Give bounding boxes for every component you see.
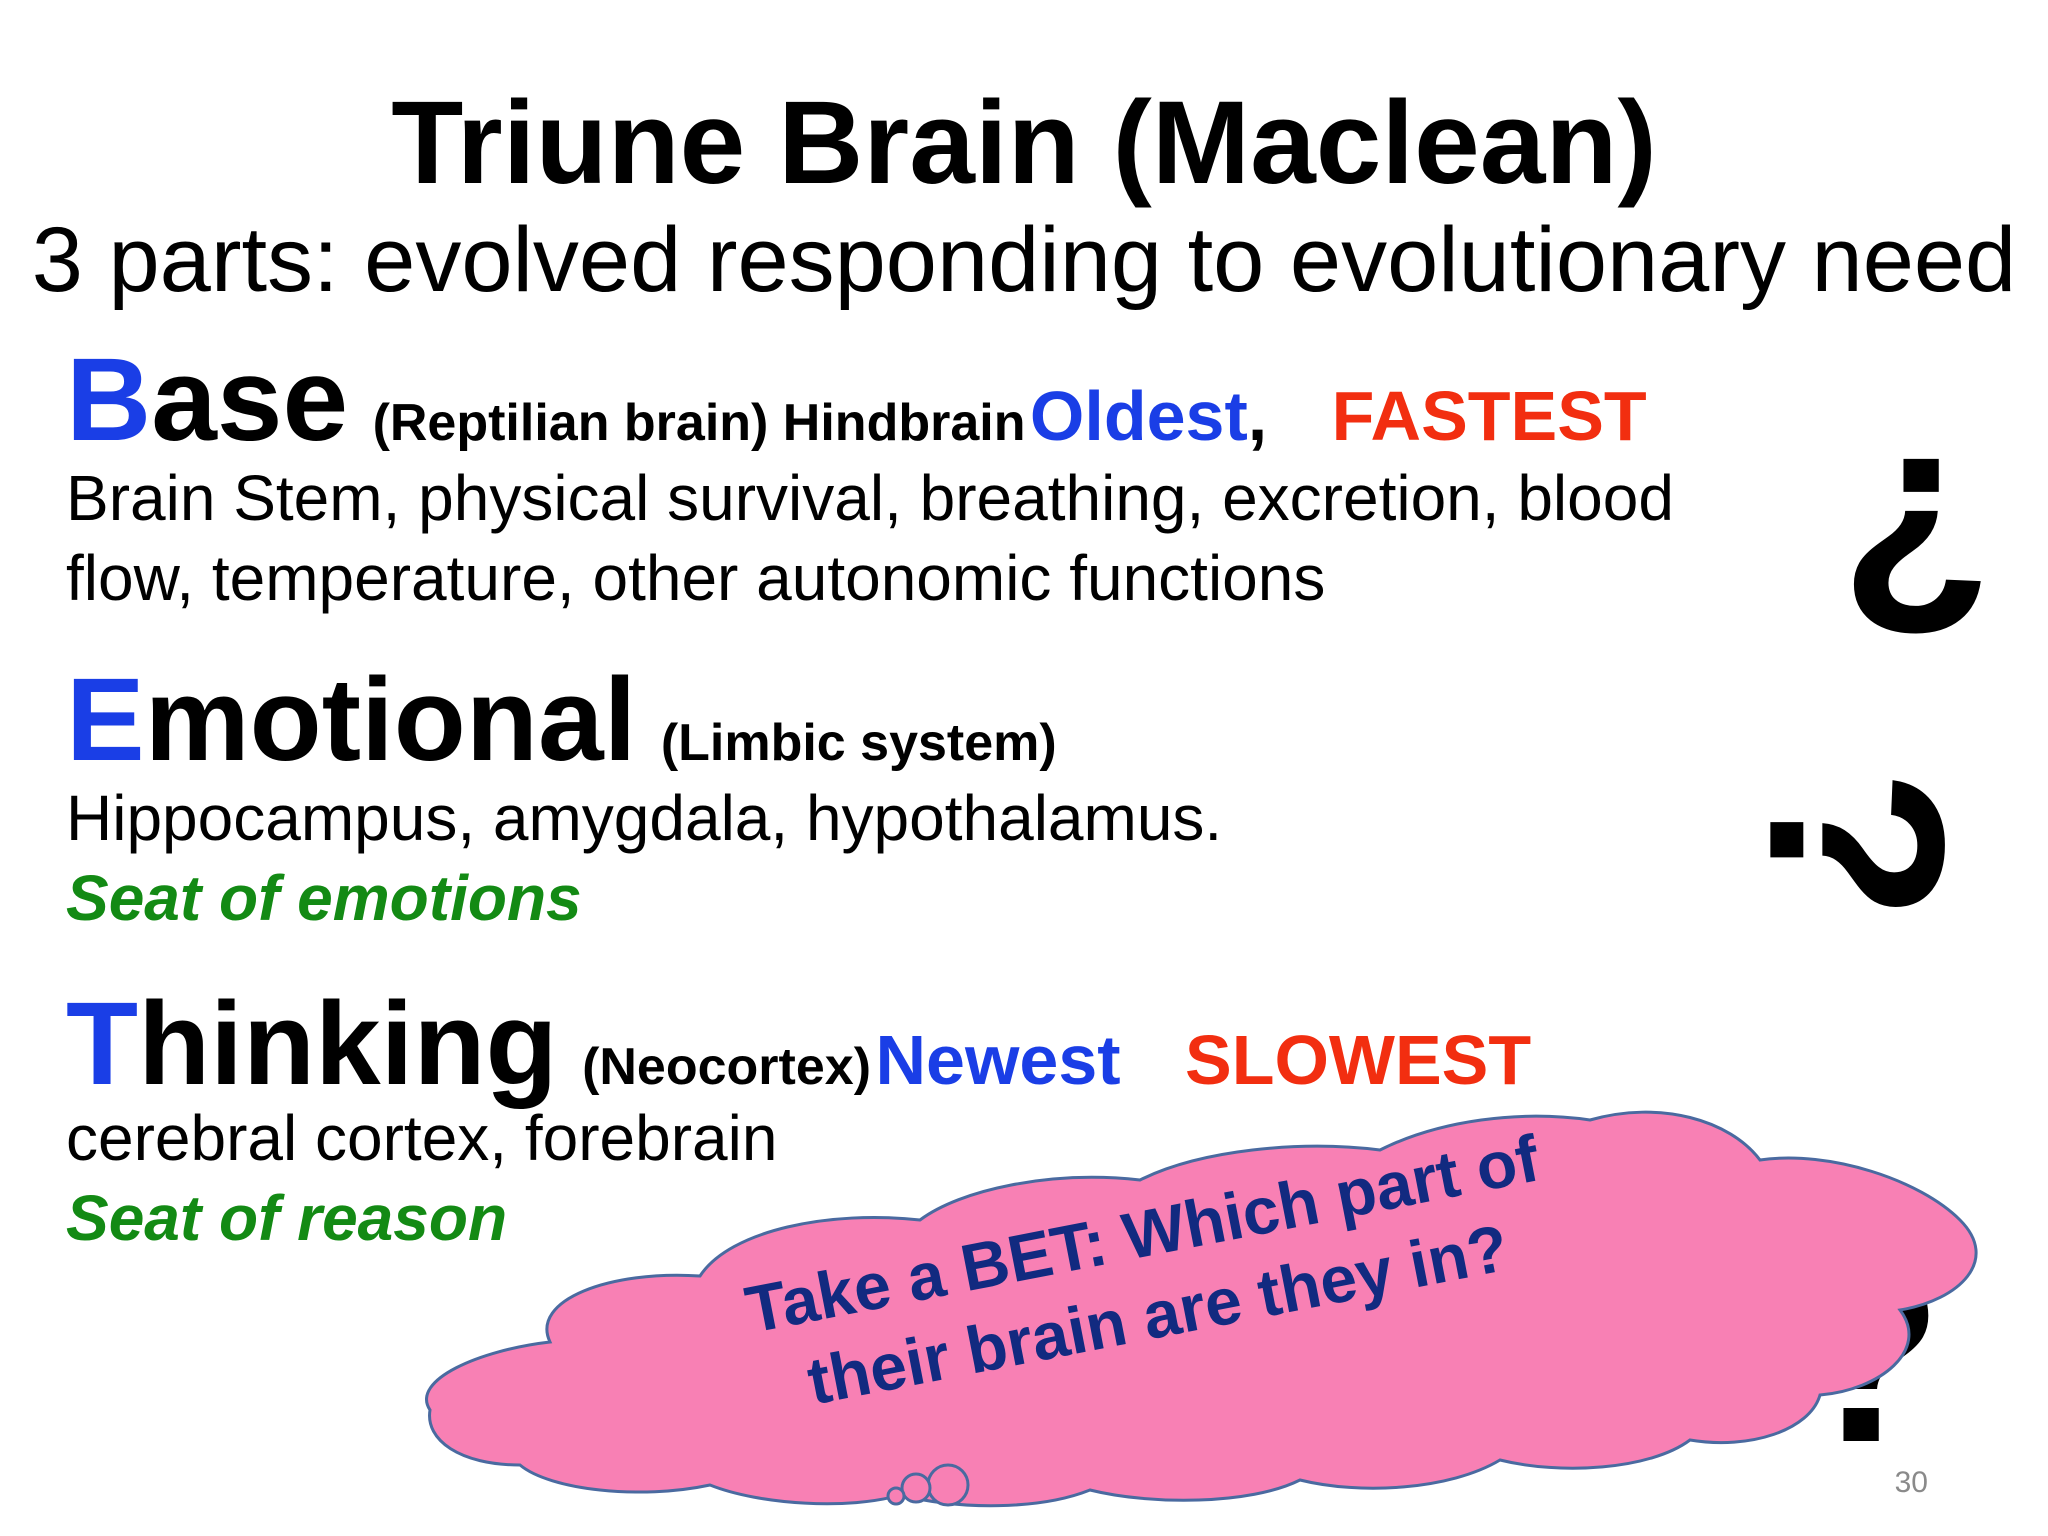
emotional-word-rest: motional (144, 654, 637, 786)
thinking-seat: Seat of reason (66, 1182, 508, 1254)
base-heading: Base (Reptilian brain) Hindbrain Oldest,… (66, 340, 1647, 496)
thinking-initial: T (66, 978, 139, 1110)
emotional-seat: Seat of emotions (66, 862, 582, 934)
base-paren: (Reptilian brain) Hindbrain (372, 394, 1026, 452)
slide-subtitle: 3 parts: evolved responding to evolution… (31, 209, 2017, 311)
base-initial: B (66, 334, 152, 466)
thinking-line-1: cerebral cortex, forebrain (66, 1102, 778, 1174)
emotional-line-1: Hippocampus, amygdala, hypothalamus. (66, 782, 1223, 854)
thinking-word-rest: hinking (138, 978, 558, 1110)
page-number: 30 (1894, 1466, 1928, 1499)
emotional-initial: E (66, 654, 145, 786)
base-age: Oldest (1029, 377, 1248, 455)
thinking-paren: (Neocortex) (582, 1038, 872, 1096)
thinking-speed: SLOWEST (1185, 1021, 1532, 1099)
emotional-heading: Emotional (Limbic system) (66, 660, 1057, 816)
base-line-1: Brain Stem, physical survival, breathing… (66, 462, 1674, 534)
base-line-2: flow, temperature, other autonomic funct… (66, 542, 1326, 614)
base-speed: FASTEST (1331, 377, 1647, 455)
slide-title: Triune Brain (Maclean) (391, 77, 1657, 209)
thinking-heading: Thinking (Neocortex) Newest SLOWEST (66, 984, 1531, 1140)
rotated-question-mark-icon: ? (1717, 768, 1997, 922)
emotional-paren: (Limbic system) (660, 714, 1057, 772)
thought-bubble-icon (425, 1110, 1978, 1508)
thinking-age: Newest (875, 1021, 1121, 1099)
base-comma: , (1247, 377, 1268, 455)
inverted-question-mark-icon: ¿ (1840, 365, 1993, 644)
base-word-rest: ase (151, 334, 349, 466)
